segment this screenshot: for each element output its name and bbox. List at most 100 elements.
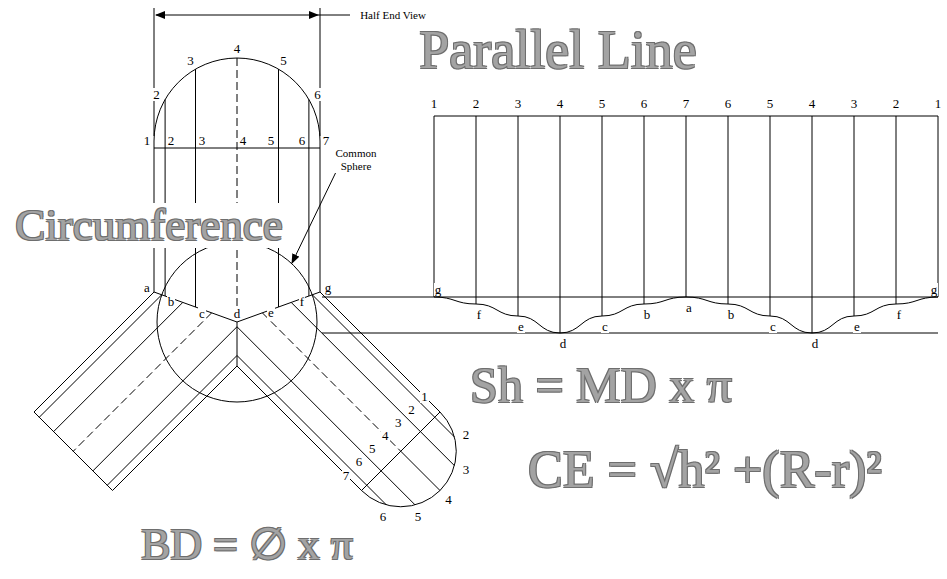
note-text: Common Sphere xyxy=(324,147,388,172)
heading-text: Parallel Line xyxy=(417,23,698,77)
projector-line xyxy=(322,333,938,334)
point-letter: a xyxy=(143,281,151,294)
callout-number: 4 xyxy=(444,493,453,506)
element-line xyxy=(312,295,434,417)
element-line xyxy=(237,327,381,471)
element-line xyxy=(39,295,161,417)
callout-number: 5 xyxy=(368,442,377,455)
element-line xyxy=(434,116,435,297)
point-letter: g xyxy=(930,283,939,296)
point-letter: e xyxy=(517,320,525,333)
point-letter: c xyxy=(601,320,609,333)
callout-number: 2 xyxy=(472,97,481,110)
element-line xyxy=(278,69,279,307)
callout-number: 5 xyxy=(414,510,423,523)
callout-number: 6 xyxy=(298,134,307,147)
point-letter: d xyxy=(811,337,820,350)
callout-number: 2 xyxy=(152,88,161,101)
element-line xyxy=(291,302,420,431)
callout-number: 2 xyxy=(892,97,901,110)
callout-number: 6 xyxy=(379,510,388,523)
projector-line xyxy=(322,297,938,298)
center-line xyxy=(237,58,238,322)
center-line xyxy=(262,313,400,451)
miter-line xyxy=(237,322,238,366)
callout-number: 3 xyxy=(850,97,859,110)
callout-number: 2 xyxy=(167,134,176,147)
callout-number: 6 xyxy=(313,88,322,101)
point-letter: b xyxy=(727,308,736,321)
element-line xyxy=(165,100,166,297)
pipe-edge xyxy=(237,366,362,491)
pipe-edge xyxy=(34,292,154,412)
point-letter: g xyxy=(434,283,443,296)
element-line xyxy=(107,356,237,486)
projector-line xyxy=(435,417,455,437)
point-letter: d xyxy=(559,337,568,350)
element-line xyxy=(602,116,603,316)
projector-line xyxy=(420,432,454,466)
point-letter: f xyxy=(476,308,482,321)
formula-text: BD = ∅ x π xyxy=(139,523,355,567)
callout-number: 4 xyxy=(381,429,390,442)
common-sphere xyxy=(157,242,317,402)
dimension-line xyxy=(156,15,318,16)
point-letter: f xyxy=(299,295,305,308)
element-line xyxy=(812,116,813,333)
callout-number: 4 xyxy=(556,97,565,110)
formula-text: CE = √h² +(R-r)² xyxy=(526,444,884,496)
callout-number: 6 xyxy=(355,455,364,468)
pipe-edge xyxy=(320,292,440,412)
dimension-line xyxy=(318,15,350,16)
pipe-edge xyxy=(320,141,321,292)
callout-number: 7 xyxy=(322,134,331,147)
projector-line xyxy=(367,485,387,505)
extension-line xyxy=(320,8,321,136)
projector-line xyxy=(401,451,440,490)
callout-number: 3 xyxy=(394,416,403,429)
callout-number: 3 xyxy=(514,97,523,110)
point-letter: c xyxy=(769,320,777,333)
callout-number: 5 xyxy=(279,54,288,67)
element-line xyxy=(93,327,237,471)
formula-text: Sh = MD x π xyxy=(468,360,734,410)
point-letter: e xyxy=(853,320,861,333)
extension-line xyxy=(154,8,155,136)
point-letter: a xyxy=(685,301,693,314)
callout-number: 6 xyxy=(640,97,649,110)
point-letter: e xyxy=(267,306,275,319)
heading-text: Circumference xyxy=(13,203,284,248)
element-line xyxy=(854,116,855,316)
callout-number: 1 xyxy=(430,97,439,110)
element-line xyxy=(476,116,477,304)
callout-number: 4 xyxy=(808,97,817,110)
element-line xyxy=(308,100,309,297)
callout-number: 5 xyxy=(766,97,775,110)
element-line xyxy=(938,116,939,297)
element-line xyxy=(896,116,897,304)
callout-number: 5 xyxy=(598,97,607,110)
callout-number: 4 xyxy=(233,42,242,55)
element-line xyxy=(518,116,519,316)
development-curve xyxy=(434,297,938,333)
point-letter: d xyxy=(233,307,242,320)
callout-number: 2 xyxy=(407,403,416,416)
callout-number: 4 xyxy=(239,134,248,147)
callout-number: 5 xyxy=(267,134,276,147)
callout-number: 3 xyxy=(198,134,207,147)
element-line xyxy=(728,116,729,304)
point-letter: c xyxy=(198,307,206,320)
element-line xyxy=(54,302,183,431)
dimension-label: Half End View xyxy=(359,10,427,21)
center-line xyxy=(73,313,211,451)
point-letter: g xyxy=(324,281,333,294)
point-letter: f xyxy=(896,308,902,321)
callout-number: 7 xyxy=(682,97,691,110)
point-letter: b xyxy=(643,308,652,321)
callout-number: 1 xyxy=(420,390,429,403)
callout-number: 6 xyxy=(724,97,733,110)
callout-number: 2 xyxy=(462,428,471,441)
callout-number: 1 xyxy=(143,134,152,147)
